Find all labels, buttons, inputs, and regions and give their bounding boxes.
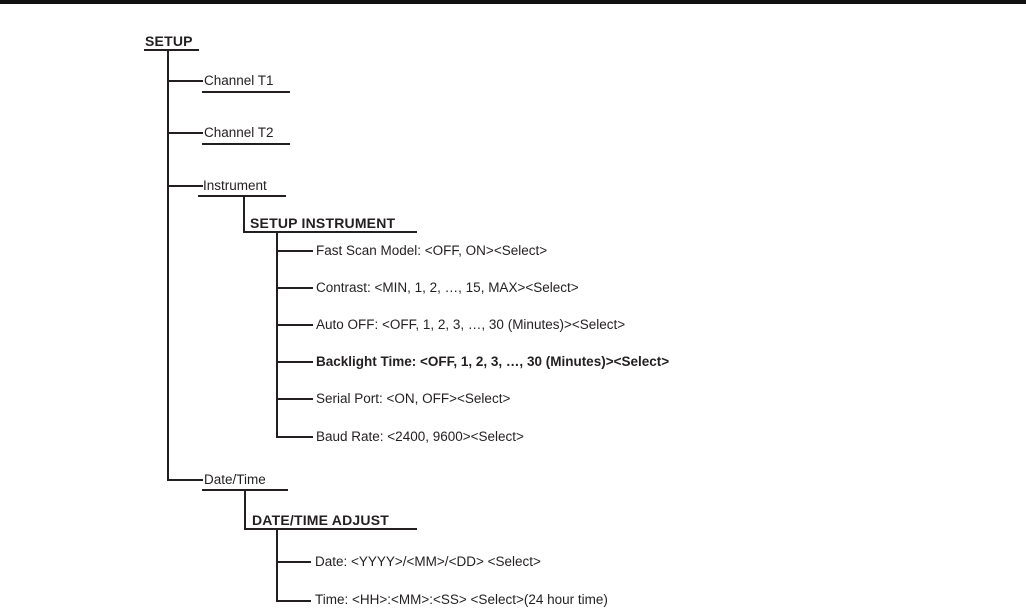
connector-setup-instrument-trunk bbox=[276, 231, 278, 438]
connector-tick-instrument bbox=[167, 185, 203, 187]
connector-tick-auto-off bbox=[276, 324, 313, 326]
underline-setup bbox=[144, 49, 199, 51]
tree-node-date-time: Date/Time bbox=[204, 472, 266, 487]
menu-item-date: Date: <YYYY>/<MM>/<DD> <Select> bbox=[315, 554, 541, 569]
connector-tick-contrast bbox=[276, 287, 313, 289]
connector-tick-time bbox=[276, 600, 311, 602]
connector-tick-channel-t1 bbox=[167, 80, 203, 82]
menu-item-time: Time: <HH>:<MM>:<SS> <Select>(24 hour ti… bbox=[315, 592, 608, 607]
submenu-title-date-time-adjust: DATE/TIME ADJUST bbox=[252, 512, 389, 528]
underline-channel-t1 bbox=[202, 91, 290, 93]
connector-setup-trunk bbox=[167, 49, 169, 481]
tree-node-setup: SETUP bbox=[145, 33, 193, 49]
tree-node-channel-t2: Channel T2 bbox=[204, 125, 274, 140]
tree-node-channel-t1: Channel T1 bbox=[204, 73, 274, 88]
connector-tick-date-time bbox=[167, 479, 203, 481]
connector-date-time-adjust-trunk bbox=[276, 528, 278, 602]
menu-item-contrast: Contrast: <MIN, 1, 2, …, 15, MAX><Select… bbox=[316, 280, 579, 295]
connector-tick-date bbox=[276, 561, 311, 563]
menu-item-baud-rate: Baud Rate: <2400, 9600><Select> bbox=[316, 429, 524, 444]
page-top-rule bbox=[0, 0, 1026, 4]
menu-item-serial-port: Serial Port: <ON, OFF><Select> bbox=[316, 391, 511, 406]
underline-instrument bbox=[198, 195, 286, 197]
menu-item-fast-scan-model: Fast Scan Model: <OFF, ON><Select> bbox=[316, 243, 548, 258]
connector-tick-baud-rate bbox=[276, 436, 313, 438]
connector-tick-serial-port bbox=[276, 398, 313, 400]
connector-tick-channel-t2 bbox=[167, 132, 203, 134]
connector-tick-fast-scan-model bbox=[276, 250, 313, 252]
underline-setup-instrument bbox=[243, 231, 417, 233]
menu-item-auto-off: Auto OFF: <OFF, 1, 2, 3, …, 30 (Minutes)… bbox=[316, 317, 626, 332]
underline-date-time-adjust bbox=[244, 528, 417, 530]
menu-item-backlight-time: Backlight Time: <OFF, 1, 2, 3, …, 30 (Mi… bbox=[316, 354, 670, 369]
underline-channel-t2 bbox=[202, 143, 290, 145]
connector-date-time-drop bbox=[244, 489, 246, 530]
submenu-title-setup-instrument: SETUP INSTRUMENT bbox=[250, 215, 396, 231]
tree-node-instrument: Instrument bbox=[203, 178, 267, 193]
connector-instrument-drop bbox=[243, 195, 245, 233]
connector-tick-backlight-time bbox=[276, 361, 313, 363]
